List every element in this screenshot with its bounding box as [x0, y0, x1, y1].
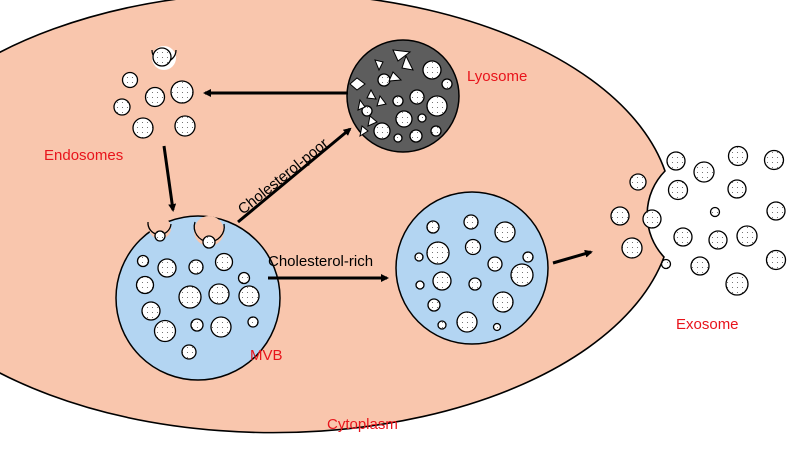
arrow-to-exosome-release [552, 249, 593, 265]
label-mvb: MVB [250, 347, 283, 364]
arrow-endosomes-to-mvb [162, 145, 177, 212]
mvb [115, 215, 281, 381]
label-endosomes: Endosomes [44, 147, 123, 164]
exosome-vesicles [610, 145, 787, 296]
label-lysosome: Lyosome [467, 68, 527, 85]
lysosome [346, 39, 460, 153]
cell-cytoplasm [0, 0, 666, 434]
label-cytoplasm: Cytoplasm [327, 416, 398, 433]
arrow-mvb-to-lysosome [237, 127, 352, 224]
endosome-vesicles [113, 47, 196, 139]
label-exosome: Exosome [676, 316, 739, 333]
cholesterol-rich-mvb [395, 191, 549, 345]
label-cholesterol-rich: Cholesterol-rich [268, 253, 373, 270]
